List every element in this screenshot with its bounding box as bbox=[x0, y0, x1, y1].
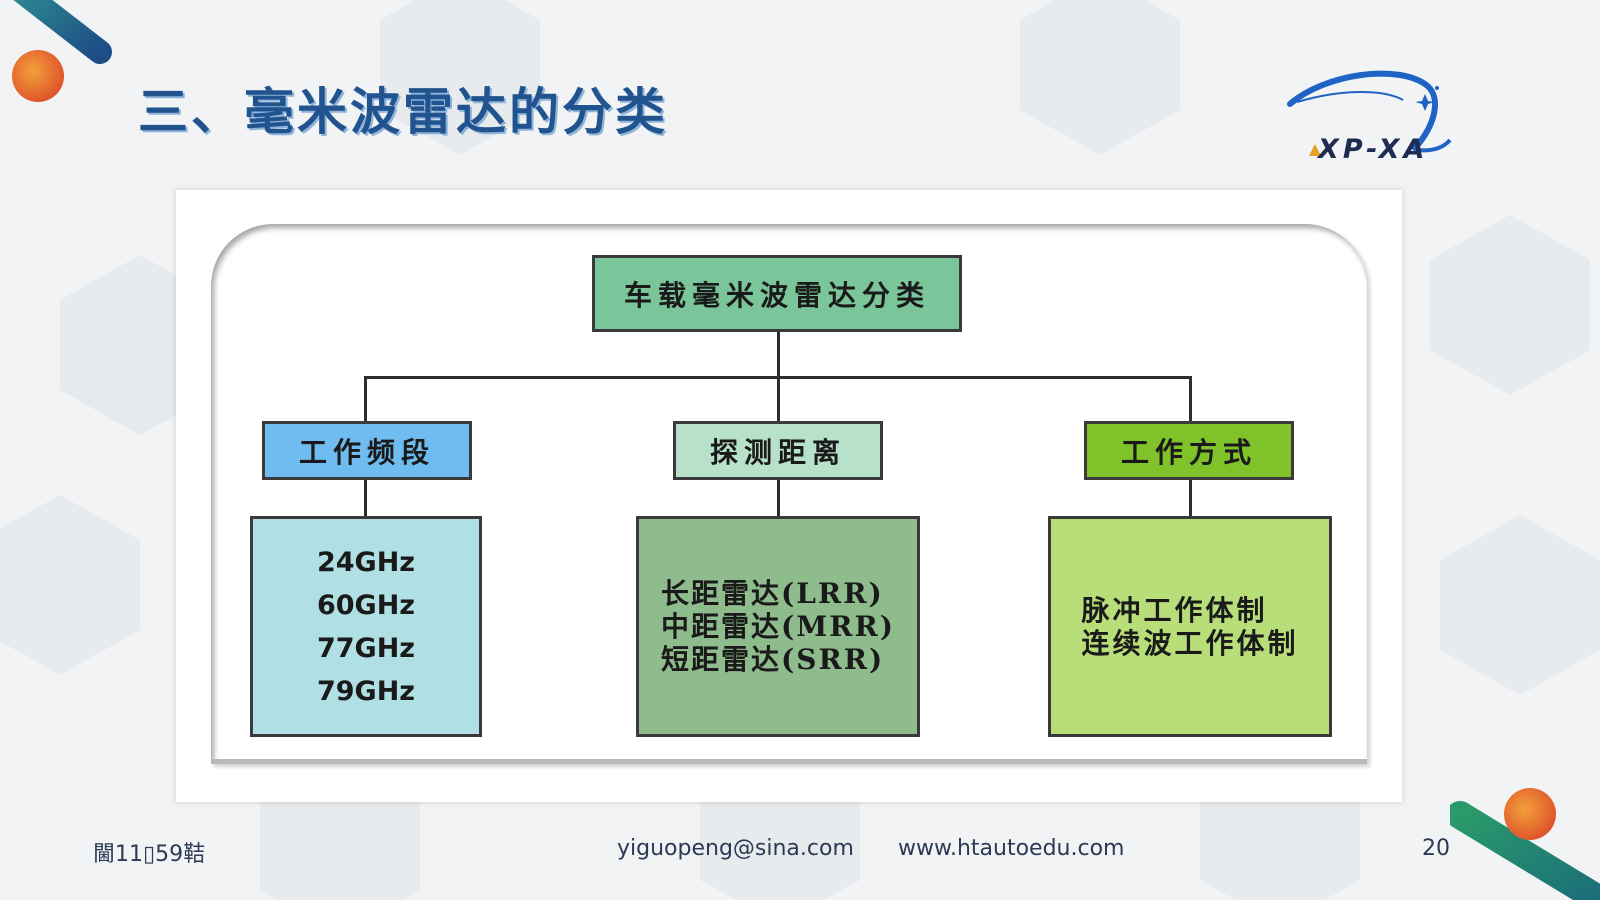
branch-label-mode: 工作方式 bbox=[1120, 435, 1257, 469]
frequency-item: 60GHz bbox=[316, 589, 416, 621]
branch-node-distance: 探测距离 bbox=[673, 421, 883, 480]
frequency-item: 79GHz bbox=[316, 675, 416, 707]
leaf-node-distance: 长距雷达(LRR) 中距雷达(MRR) 短距雷达(SRR) bbox=[636, 516, 920, 737]
branch-label-frequency: 工作频段 bbox=[298, 435, 435, 469]
xp-xa-logo bbox=[1287, 70, 1452, 156]
branch-connector-frequency bbox=[364, 376, 367, 424]
logo-text: XP-XA bbox=[1318, 134, 1429, 165]
top-left-decoration bbox=[12, 0, 112, 102]
mode-item: 脉冲工作体制 bbox=[1081, 593, 1268, 627]
distance-item: 中距雷达(MRR) bbox=[660, 610, 896, 643]
leaf-connector-mode bbox=[1189, 480, 1192, 518]
branch-connector-mode bbox=[1189, 376, 1192, 424]
page-number: 20 bbox=[1422, 836, 1450, 861]
footer-email: yiguopeng@sina.com bbox=[617, 836, 854, 861]
root-node: 车载毫米波雷达分类 bbox=[592, 255, 962, 332]
frequency-item: 77GHz bbox=[316, 632, 416, 664]
leaf-connector-distance bbox=[777, 480, 780, 518]
footer-website: www.htautoedu.com bbox=[898, 836, 1125, 861]
leaf-node-frequency: 24GHz 60GHz 77GHz 79GHz bbox=[250, 516, 482, 737]
leaf-connector-frequency bbox=[364, 480, 367, 518]
mode-item: 连续波工作体制 bbox=[1081, 626, 1299, 660]
distance-item: 短距雷达(SRR) bbox=[660, 643, 885, 676]
branch-node-mode: 工作方式 bbox=[1084, 421, 1294, 480]
footer-date: 閫11▯59鞊 bbox=[93, 842, 206, 867]
root-node-label: 车载毫米波雷达分类 bbox=[623, 278, 930, 312]
distance-item: 长距雷达(LRR) bbox=[660, 577, 884, 610]
bottom-right-decoration bbox=[1450, 788, 1600, 900]
branch-node-frequency: 工作频段 bbox=[262, 421, 472, 480]
root-connector bbox=[777, 330, 780, 378]
leaf-node-mode: 脉冲工作体制 连续波工作体制 bbox=[1048, 516, 1332, 737]
branch-connector-distance bbox=[777, 376, 780, 424]
slide-title: 三、毫米波雷达的分类 bbox=[138, 83, 668, 141]
frequency-item: 24GHz bbox=[316, 546, 416, 578]
branch-label-distance: 探测距离 bbox=[709, 435, 846, 469]
